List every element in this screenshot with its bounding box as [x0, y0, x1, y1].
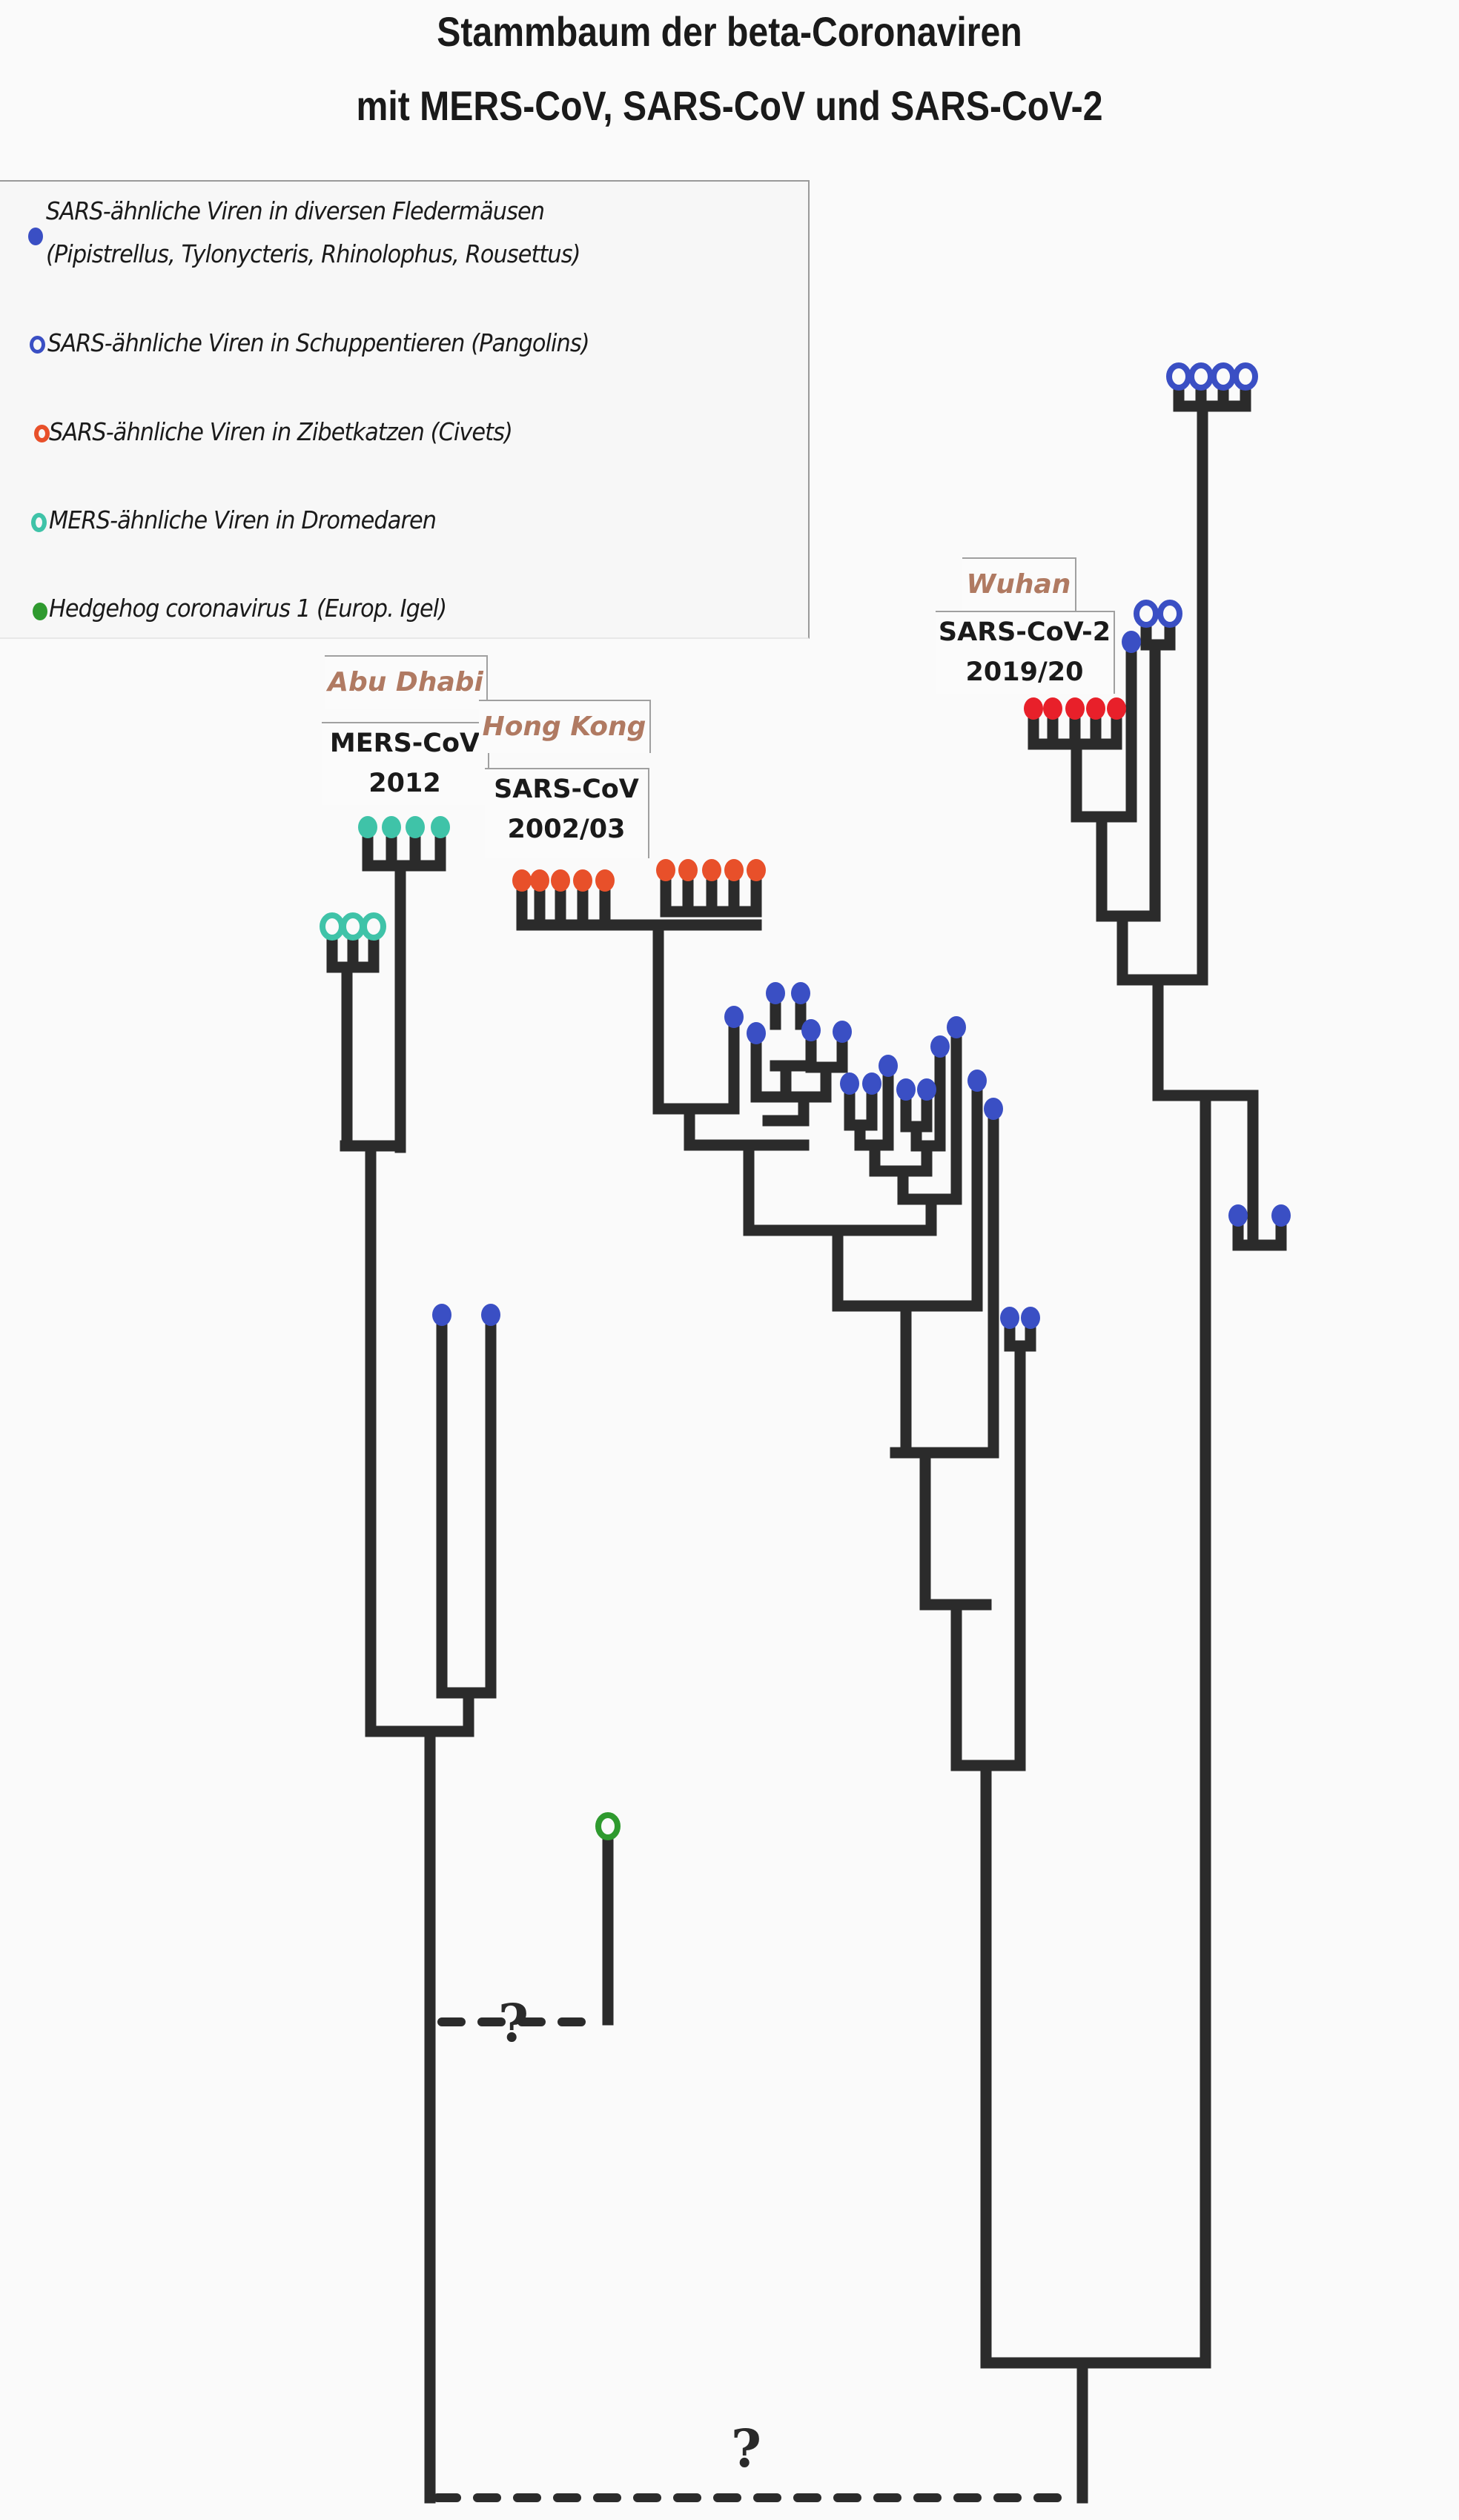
mers-cov-tip: [358, 816, 377, 838]
sars-cov-tip: [678, 859, 698, 881]
label-sars-cov: SARS-CoV 2002/03: [485, 768, 649, 858]
virus-year-sars: 2002/03: [507, 815, 626, 844]
bat-virus-tip: [896, 1078, 916, 1101]
sars-cov-2-tip: [1024, 697, 1043, 720]
bat-virus-tip: [1021, 1307, 1040, 1329]
mers-cov-tip: [382, 816, 401, 838]
civet-virus-tip: [530, 869, 549, 892]
legend-item-camel: MERS-ähnliche Viren in Dromedaren: [49, 505, 437, 534]
sars-cov-tip: [702, 859, 721, 881]
legend-item-bat-genera: (Pipistrellus, Tylonycteris, Rhinolophus…: [46, 239, 580, 268]
civet-virus-marker-icon: [34, 425, 50, 442]
civet-virus-tip: [595, 869, 615, 892]
hedgehog-virus-marker-icon: [33, 603, 47, 620]
camel-virus-tip: [320, 912, 345, 941]
virus-name-sars2: SARS-CoV-2: [938, 617, 1111, 647]
pangolin-virus-marker-icon: [30, 336, 45, 354]
label-sars-cov-2: SARS-CoV-2 2019/20: [936, 611, 1115, 694]
bat-virus-tip: [947, 1016, 966, 1038]
pangolin-virus-tip: [1233, 362, 1258, 391]
bat-virus-tip: [481, 1304, 500, 1326]
bat-virus-tip: [724, 1006, 744, 1028]
pangolin-virus-tip: [1157, 600, 1182, 628]
sars-cov-2-tip: [1043, 697, 1062, 720]
diagram-title: Stammbaum der beta-Coronaviren: [437, 8, 1022, 55]
bat-virus-tip: [984, 1098, 1003, 1120]
bat-virus-tip: [747, 1022, 766, 1044]
civet-virus-tip: [512, 869, 532, 892]
civet-virus-tip: [551, 869, 570, 892]
uncertain-root-link-symbol: ?: [731, 2418, 762, 2479]
bat-virus-tip: [840, 1072, 859, 1095]
tree-branches: [326, 379, 1287, 2504]
virus-year-sars2: 2019/20: [965, 657, 1084, 687]
bat-virus-tip: [1228, 1204, 1248, 1227]
sars-cov-2-tip: [1107, 697, 1126, 720]
label-mers-cov: MERS-CoV 2012: [322, 722, 489, 805]
virus-name-sars: SARS-CoV: [494, 775, 639, 804]
bat-virus-tip: [930, 1035, 950, 1058]
uncertain-hedgehog-link-symbol: ?: [498, 1992, 529, 2054]
bat-virus-tip: [1271, 1204, 1291, 1227]
legend-item-pangolin: SARS-ähnliche Viren in Schuppentieren (P…: [47, 328, 590, 357]
pangolin-virus-tip: [1211, 362, 1236, 391]
bat-virus-tip: [917, 1078, 936, 1101]
legend-item-civet: SARS-ähnliche Viren in Zibetkatzen (Cive…: [49, 417, 513, 446]
camel-virus-marker-icon: [31, 513, 47, 532]
label-place-wuhan: Wuhan: [962, 557, 1076, 611]
camel-virus-tip: [340, 912, 365, 941]
bat-virus-tip: [833, 1021, 852, 1043]
bat-virus-tip: [879, 1055, 898, 1077]
hedgehog-virus-tip: [595, 1812, 621, 1840]
pangolin-virus-tip: [1188, 362, 1214, 391]
pangolin-virus-tip: [1134, 600, 1159, 628]
bat-virus-tip: [766, 982, 785, 1004]
diagram-subtitle: mit MERS-CoV, SARS-CoV und SARS-CoV-2: [356, 82, 1103, 129]
virus-name-mers: MERS-CoV: [329, 729, 480, 758]
bat-virus-tip: [791, 982, 810, 1004]
mers-cov-tip: [406, 816, 425, 838]
sars-cov-tip: [747, 859, 766, 881]
bat-virus-tip: [1000, 1307, 1019, 1329]
camel-virus-tip: [361, 912, 386, 941]
sars-cov-tip: [724, 859, 744, 881]
bat-virus-tip: [432, 1304, 451, 1326]
sars-cov-tip: [656, 859, 675, 881]
civet-virus-tip: [573, 869, 592, 892]
legend: SARS-ähnliche Viren in diversen Fledermä…: [0, 180, 810, 639]
mers-cov-tip: [431, 816, 450, 838]
bat-ratg13-tip: [1122, 631, 1141, 653]
pangolin-virus-tip: [1166, 362, 1191, 391]
bat-virus-tip: [862, 1072, 881, 1095]
tree-tips: [320, 362, 1291, 1840]
legend-item-hedgehog: Hedgehog coronavirus 1 (Europ. Igel): [49, 594, 447, 623]
virus-year-mers: 2012: [368, 769, 441, 798]
label-place-hong-kong: Hong Kong: [479, 700, 651, 753]
legend-item-bat: SARS-ähnliche Viren in diversen Fledermä…: [46, 196, 545, 225]
bat-virus-tip: [801, 1019, 821, 1041]
bat-virus-marker-icon: [28, 228, 43, 245]
sars-cov-2-tip: [1065, 697, 1085, 720]
label-place-abu-dhabi: Abu Dhabi: [325, 655, 488, 709]
bat-virus-tip: [967, 1070, 987, 1092]
sars-cov-2-tip: [1086, 697, 1105, 720]
